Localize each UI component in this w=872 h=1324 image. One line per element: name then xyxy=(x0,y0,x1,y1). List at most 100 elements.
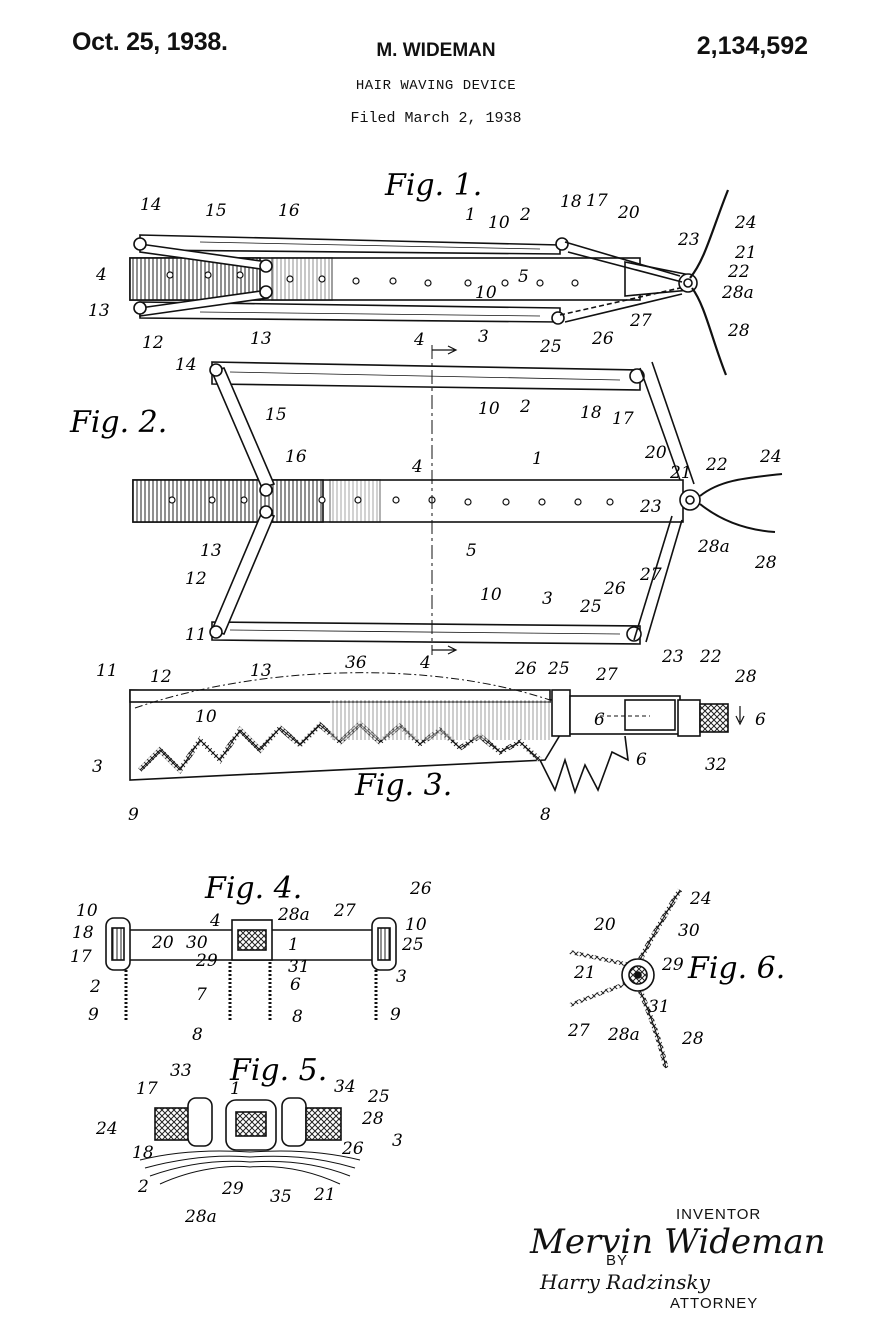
reference-numeral: 17 xyxy=(612,409,634,429)
reference-numeral: 3 xyxy=(396,967,407,987)
reference-numeral: 28a xyxy=(721,283,754,303)
reference-numeral: 17 xyxy=(136,1079,158,1099)
reference-numeral: 28a xyxy=(184,1207,217,1227)
fig5-reference-numerals: 33 34 25 17 1 28 24 18 26 3 2 29 35 21 2… xyxy=(95,1061,403,1227)
reference-numeral: 4 xyxy=(411,457,423,477)
reference-numeral: 21 xyxy=(734,243,757,263)
reference-numeral: 29 xyxy=(661,955,684,975)
reference-numeral: 15 xyxy=(205,201,227,221)
reference-numeral: 27 xyxy=(639,565,662,585)
reference-numeral: 21 xyxy=(573,963,596,983)
reference-numeral: 9 xyxy=(88,1005,99,1025)
fig1-reference-numerals: 14 15 16 1 10 2 18 17 20 24 4 5 23 21 22… xyxy=(88,191,757,357)
reference-numeral: 32 xyxy=(705,755,727,775)
reference-numeral: 22 xyxy=(705,455,728,475)
reference-numeral: 3 xyxy=(92,757,103,777)
reference-numeral: 23 xyxy=(661,647,684,667)
reference-numeral: 6 xyxy=(594,710,605,730)
reference-numeral: 13 xyxy=(250,661,272,681)
reference-numeral: 11 xyxy=(96,661,118,681)
reference-numeral: 8 xyxy=(192,1025,203,1045)
reference-numeral: 26 xyxy=(591,329,614,349)
inventor-heading: M. WIDEMAN xyxy=(376,40,496,61)
patent-number: 2,134,592 xyxy=(696,32,808,60)
reference-numeral: 13 xyxy=(88,301,110,321)
reference-numeral: 4 xyxy=(95,265,107,285)
reference-numeral: 18 xyxy=(132,1143,154,1163)
reference-numeral: 10 xyxy=(478,399,500,419)
reference-numeral: 20 xyxy=(617,203,640,223)
patent-title: HAIR WAVING DEVICE xyxy=(355,78,517,94)
reference-numeral: 4 xyxy=(419,653,431,673)
reference-numeral: 6 xyxy=(290,975,301,995)
reference-numeral: 25 xyxy=(401,935,424,955)
reference-numeral: 36 xyxy=(345,653,367,673)
fig3-reference-numerals: 11 12 13 36 26 25 27 23 22 28 10 6 6 3 3… xyxy=(92,647,766,825)
reference-numeral: 28 xyxy=(361,1109,384,1129)
reference-numeral: 25 xyxy=(579,597,602,617)
figure-4 xyxy=(105,917,397,1022)
reference-numeral: 2 xyxy=(519,397,531,417)
reference-numeral: 27 xyxy=(333,901,356,921)
reference-numeral: 9 xyxy=(128,805,139,825)
reference-numeral: 29 xyxy=(195,951,218,971)
reference-numeral: 27 xyxy=(629,311,652,331)
reference-numeral: 4 xyxy=(209,911,221,931)
reference-numeral: 26 xyxy=(514,659,537,679)
reference-numeral: 25 xyxy=(547,659,570,679)
reference-numeral: 6 xyxy=(755,710,766,730)
reference-numeral: 28 xyxy=(681,1029,704,1049)
reference-numeral: 31 xyxy=(648,997,670,1017)
fig6-reference-numerals: 24 20 30 21 29 31 27 28a 28 xyxy=(567,889,712,1049)
reference-numeral: 13 xyxy=(200,541,222,561)
patent-date: Oct. 25, 1938. xyxy=(72,28,228,56)
reference-numeral: 23 xyxy=(677,230,700,250)
reference-numeral: 27 xyxy=(595,665,618,685)
reference-numeral: 5 xyxy=(518,267,529,287)
reference-numeral: 7 xyxy=(196,985,207,1005)
reference-numeral: 16 xyxy=(278,201,300,221)
fig1-label: Fig. 1. xyxy=(384,168,482,203)
reference-numeral: 28a xyxy=(277,905,310,925)
reference-numeral: 28 xyxy=(734,667,757,687)
attorney-label: ATTORNEY xyxy=(670,1295,759,1312)
fig2-label: Fig. 2. xyxy=(69,405,167,440)
reference-numeral: 15 xyxy=(265,405,287,425)
figure-3 xyxy=(129,672,745,795)
reference-numeral: 1 xyxy=(465,205,476,225)
reference-numeral: 9 xyxy=(390,1005,401,1025)
reference-numeral: 20 xyxy=(644,443,667,463)
reference-numeral: 10 xyxy=(405,915,427,935)
reference-numeral: 20 xyxy=(593,915,616,935)
reference-numeral: 11 xyxy=(185,625,207,645)
reference-numeral: 1 xyxy=(532,449,543,469)
figure-1 xyxy=(129,189,730,376)
reference-numeral: 12 xyxy=(142,333,164,353)
reference-numeral: 5 xyxy=(466,541,477,561)
reference-numeral: 18 xyxy=(72,923,94,943)
reference-numeral: 2 xyxy=(519,205,531,225)
reference-numeral: 21 xyxy=(669,463,692,483)
fig2-reference-numerals: 14 4 10 2 18 17 15 20 16 4 1 21 22 24 23… xyxy=(175,330,782,673)
reference-numeral: 8 xyxy=(540,805,551,825)
reference-numeral: 28a xyxy=(697,537,730,557)
reference-numeral: 13 xyxy=(250,329,272,349)
reference-numeral: 22 xyxy=(727,262,750,282)
reference-numeral: 30 xyxy=(186,933,208,953)
by-label: BY xyxy=(606,1252,629,1269)
reference-numeral: 30 xyxy=(678,921,700,941)
reference-numeral: 28 xyxy=(754,553,777,573)
reference-numeral: 10 xyxy=(480,585,502,605)
reference-numeral: 3 xyxy=(392,1131,403,1151)
filed-date: Filed March 2, 1938 xyxy=(350,110,522,127)
reference-numeral: 34 xyxy=(334,1077,356,1097)
reference-numeral: 17 xyxy=(586,191,608,211)
reference-numeral: 17 xyxy=(70,947,92,967)
fig4-reference-numerals: 26 10 28a 27 10 18 4 20 30 1 25 17 29 31… xyxy=(70,879,432,1045)
reference-numeral: 10 xyxy=(76,901,98,921)
reference-numeral: 12 xyxy=(185,569,207,589)
reference-numeral: 28a xyxy=(607,1025,640,1045)
reference-numeral: 3 xyxy=(542,589,553,609)
